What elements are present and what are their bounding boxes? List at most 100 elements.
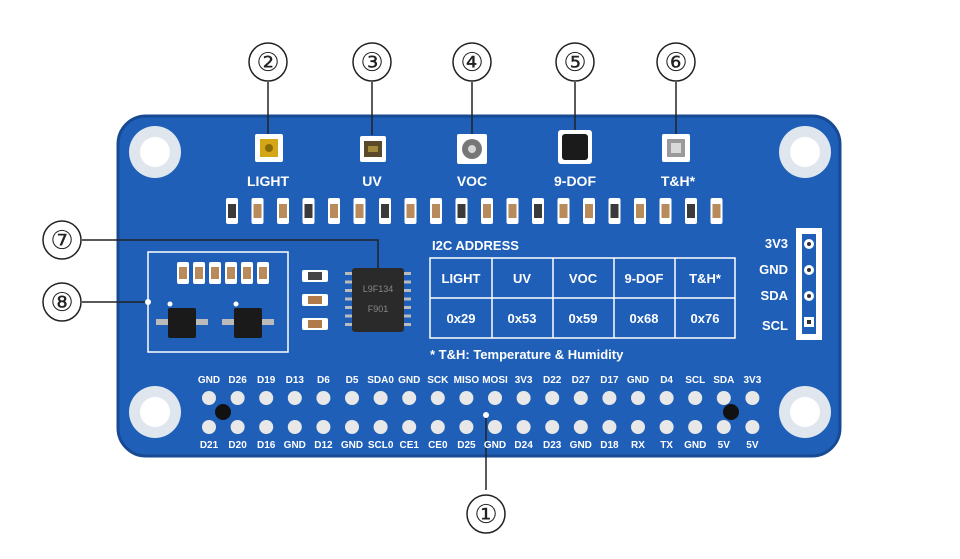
smd-resistor	[455, 198, 468, 224]
gpio-pin-label: D4	[660, 375, 673, 386]
gpio-pad	[573, 391, 588, 405]
gpio-pad	[316, 420, 331, 434]
gpio-pin-label: CE0	[428, 440, 448, 451]
gpio-pin-label: MISO	[454, 375, 480, 386]
table-value-cell: 0x68	[630, 311, 659, 326]
smd-resistor	[685, 198, 697, 224]
smd-resistor	[226, 198, 238, 224]
svg-text:④: ④	[460, 48, 483, 78]
gpio-pad	[373, 391, 388, 405]
svg-text:⑤: ⑤	[563, 48, 586, 78]
smd-resistor	[532, 198, 544, 224]
gpio-pin-label: 5V	[746, 440, 759, 451]
gpio-pin-label: D24	[514, 440, 533, 451]
gpio-pad	[430, 391, 445, 405]
header-label-scl: SCL	[762, 318, 788, 333]
callout-4: ④	[452, 42, 492, 82]
gpio-pad	[516, 420, 531, 434]
gpio-pad	[259, 420, 274, 434]
gpio-pad	[716, 420, 731, 434]
sensor-label-th: T&H*	[661, 173, 696, 189]
header-label-gnd: GND	[759, 262, 788, 277]
th-sensor-chip	[662, 134, 690, 162]
uv-sensor-chip	[360, 136, 386, 162]
gpio-pin-label: GND	[284, 440, 306, 451]
smd-resistor	[302, 198, 315, 224]
gpio-pin-label: TX	[660, 440, 673, 451]
gpio-pad	[316, 391, 331, 405]
i2c-pin-header	[796, 228, 822, 340]
smd-resistor	[557, 198, 570, 224]
smd-resistor	[404, 198, 417, 224]
sensor-label-9dof: 9-DOF	[554, 173, 596, 189]
callout-8: ⑧	[42, 282, 82, 322]
smd-resistor	[177, 262, 189, 284]
gpio-pin-label: D13	[286, 375, 305, 386]
smd-resistor	[379, 198, 391, 224]
gpio-pad	[631, 391, 645, 405]
light-sensor-chip	[255, 134, 283, 162]
mounting-hole	[779, 386, 831, 438]
gpio-pin-label: D27	[572, 375, 591, 386]
regulator-chip	[156, 308, 208, 338]
gpio-pin-label: D6	[317, 375, 330, 386]
gpio-pin-label: GND	[627, 375, 649, 386]
gpio-pad	[602, 391, 617, 405]
smd-resistor	[608, 198, 621, 224]
gpio-pin-label: D5	[346, 375, 359, 386]
gpio-pad	[659, 420, 674, 434]
gpio-pad	[745, 420, 760, 434]
gpio-pad	[345, 391, 359, 405]
smd-resistor	[209, 262, 221, 284]
gpio-pad	[488, 391, 502, 405]
gpio-pad	[373, 420, 388, 434]
gpio-pad	[287, 420, 302, 434]
table-header-cell: VOC	[569, 271, 598, 286]
gpio-pad	[259, 391, 274, 405]
smd-resistor	[241, 262, 253, 284]
svg-text:②: ②	[256, 48, 279, 78]
smd-resistor	[430, 198, 442, 224]
callout-7: ⑦	[42, 220, 82, 260]
gpio-pin-label: SCL0	[368, 440, 394, 451]
i2c-address-table: LIGHT UV VOC 9-DOF T&H* 0x29 0x53 0x59 0…	[429, 257, 736, 339]
gpio-pad	[745, 391, 760, 405]
smd-resistor	[277, 198, 289, 224]
smd-resistor	[225, 262, 237, 284]
sensor-label-voc: VOC	[457, 173, 487, 189]
gpio-pad	[459, 420, 474, 434]
callout-3: ③	[352, 42, 392, 82]
gpio-pin-label: 5V	[718, 440, 731, 451]
gpio-pin-label: GND	[570, 440, 592, 451]
svg-text:F901: F901	[368, 304, 389, 314]
mounting-hole	[779, 126, 831, 178]
regulator-chip	[222, 308, 274, 338]
gpio-pin-label: D19	[257, 375, 276, 386]
table-value-cell: 0x76	[691, 311, 720, 326]
header-label-3v3: 3V3	[765, 236, 788, 251]
svg-text:⑧: ⑧	[50, 288, 73, 318]
nine-dof-sensor-chip	[558, 130, 592, 164]
gpio-pad	[631, 420, 645, 434]
gpio-pin-label: MOSI	[482, 375, 508, 386]
gpio-pad	[459, 391, 474, 405]
gpio-pin-label: GND	[198, 375, 220, 386]
gpio-pad	[573, 420, 588, 434]
callout-leaders	[82, 82, 677, 490]
svg-text:⑦: ⑦	[50, 226, 73, 256]
passive-components-row	[226, 198, 723, 224]
gpio-pin-label: D12	[314, 440, 333, 451]
smd-resistor	[506, 198, 519, 224]
svg-text:③: ③	[360, 48, 383, 78]
callout-5: ⑤	[555, 42, 595, 82]
gpio-pad	[545, 420, 560, 434]
voc-sensor-chip	[457, 134, 487, 164]
standoff-marker	[215, 404, 231, 420]
gpio-pad	[230, 420, 245, 434]
gpio-pad	[688, 391, 703, 405]
gpio-pin-label: CE1	[399, 440, 419, 451]
gpio-pin-label: SDA0	[367, 375, 394, 386]
i2c-footnote: * T&H: Temperature & Humidity	[430, 347, 624, 362]
